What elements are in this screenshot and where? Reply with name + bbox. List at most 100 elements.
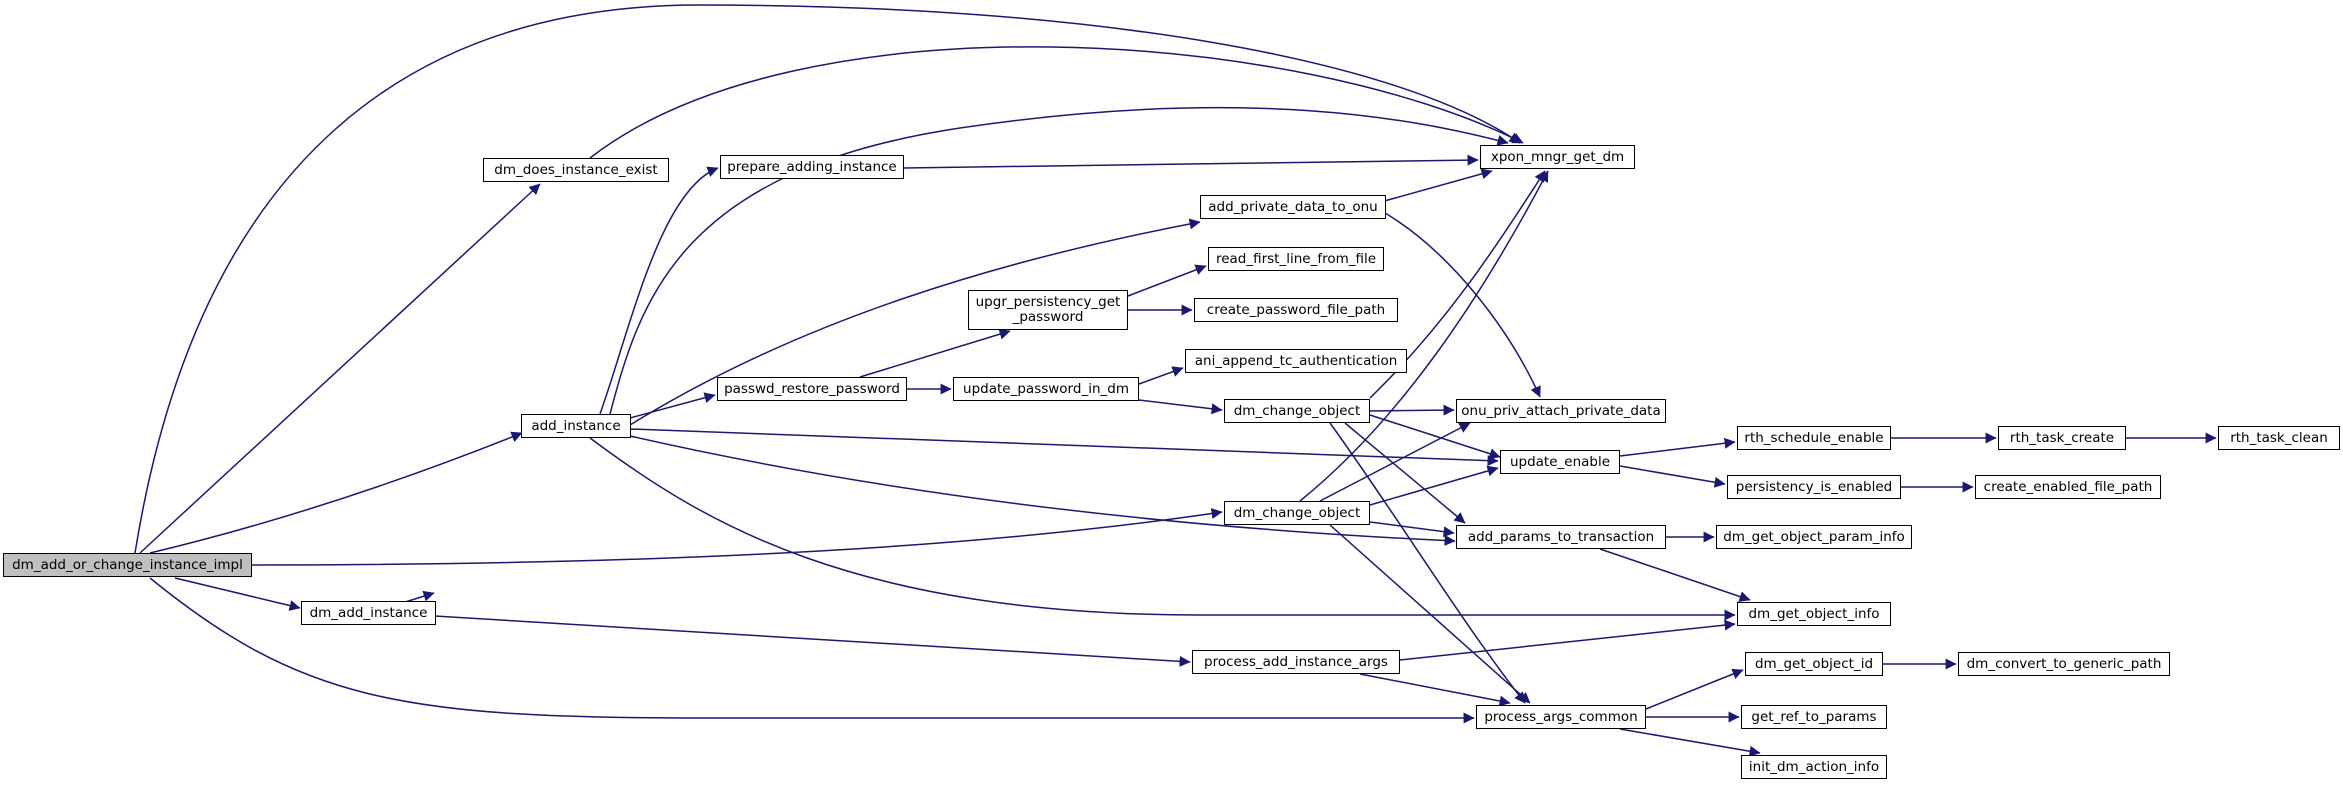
node-label: get_ref_to_params bbox=[1751, 708, 1877, 725]
node-label: update_password_in_dm bbox=[963, 380, 1129, 397]
node-xpon-mngr-get-dm[interactable]: xpon_mngr_get_dm bbox=[1480, 145, 1635, 169]
node-ani-append-tc-authentication[interactable]: ani_append_tc_authentication bbox=[1185, 349, 1407, 373]
call-edge bbox=[134, 4, 1521, 554]
call-edge bbox=[149, 577, 1475, 724]
call-edge bbox=[1127, 264, 1207, 297]
node-label: persistency_is_enabled bbox=[1735, 478, 1893, 495]
node-init-dm-action-info[interactable]: init_dm_action_info bbox=[1741, 755, 1887, 779]
call-edge bbox=[149, 431, 523, 554]
node-dm-get-object-id[interactable]: dm_get_object_id bbox=[1745, 652, 1883, 676]
call-edge bbox=[1359, 673, 1511, 707]
node-label-line-2: _password bbox=[1012, 309, 1084, 325]
node-rth-task-clean[interactable]: rth_task_clean bbox=[2218, 426, 2340, 450]
node-process-args-common[interactable]: process_args_common bbox=[1476, 705, 1646, 729]
call-edge bbox=[599, 166, 719, 415]
node-upgr-persistency-get-password[interactable]: upgr_persistency_get _password bbox=[968, 290, 1128, 330]
node-label: prepare_adding_instance bbox=[727, 158, 897, 175]
call-edge bbox=[1369, 465, 1499, 506]
call-edge bbox=[1319, 422, 1471, 502]
node-label: dm_change_object bbox=[1233, 402, 1361, 419]
call-edge bbox=[1619, 437, 1736, 457]
call-edge bbox=[1619, 465, 1726, 488]
call-edge bbox=[629, 428, 1499, 467]
node-dm-does-instance-exist[interactable]: dm_does_instance_exist bbox=[483, 158, 669, 182]
node-dm-add-or-change-instance-impl[interactable]: dm_add_or_change_instance_impl bbox=[3, 553, 252, 577]
call-edge bbox=[1369, 521, 1455, 538]
call-edge bbox=[139, 183, 541, 554]
node-create-enabled-file-path[interactable]: create_enabled_file_path bbox=[1975, 475, 2161, 499]
call-edges bbox=[134, 4, 2217, 757]
node-label: create_enabled_file_path bbox=[1983, 478, 2153, 495]
node-prepare-adding-instance[interactable]: prepare_adding_instance bbox=[720, 155, 904, 179]
call-edge bbox=[589, 46, 1524, 159]
call-edge bbox=[629, 435, 1456, 547]
node-label: rth_schedule_enable bbox=[1744, 429, 1884, 446]
node-label: xpon_mngr_get_dm bbox=[1490, 148, 1625, 165]
node-label: create_password_file_path bbox=[1206, 301, 1386, 318]
call-edge bbox=[1619, 728, 1761, 757]
node-add-private-data-to-onu[interactable]: add_private_data_to_onu bbox=[1200, 195, 1386, 219]
call-edge bbox=[629, 392, 716, 419]
node-update-enable[interactable]: update_enable bbox=[1500, 450, 1620, 474]
node-add-instance[interactable]: add_instance bbox=[521, 414, 631, 438]
call-edge bbox=[1369, 414, 1501, 460]
node-rth-schedule-enable[interactable]: rth_schedule_enable bbox=[1737, 426, 1891, 450]
node-label: add_params_to_transaction bbox=[1467, 528, 1655, 545]
node-update-password-in-dm[interactable]: update_password_in_dm bbox=[953, 377, 1139, 401]
node-dm-change-object-b[interactable]: dm_change_object bbox=[1224, 501, 1370, 525]
node-label: rth_task_create bbox=[2009, 429, 2115, 446]
call-edge bbox=[1138, 366, 1184, 385]
node-dm-add-instance[interactable]: dm_add_instance bbox=[301, 601, 436, 625]
node-label: update_enable bbox=[1509, 453, 1611, 470]
node-label: dm_add_instance bbox=[309, 604, 428, 621]
node-label: dm_change_object bbox=[1233, 504, 1361, 521]
node-label: add_instance bbox=[531, 417, 621, 434]
node-dm-convert-to-generic-path[interactable]: dm_convert_to_generic_path bbox=[1958, 652, 2170, 676]
call-edge bbox=[629, 218, 1201, 426]
node-dm-get-object-info[interactable]: dm_get_object_info bbox=[1737, 602, 1891, 626]
call-edge bbox=[903, 154, 1479, 169]
node-label: dm_get_object_param_info bbox=[1723, 528, 1905, 545]
node-dm-change-object-a[interactable]: dm_change_object bbox=[1224, 399, 1370, 423]
call-edge bbox=[589, 437, 1736, 621]
node-label: dm_add_or_change_instance_impl bbox=[12, 556, 243, 573]
node-label: process_add_instance_args bbox=[1204, 653, 1388, 670]
call-edge bbox=[1369, 404, 1455, 416]
node-label: passwd_restore_password bbox=[724, 380, 900, 397]
call-edge bbox=[1399, 619, 1736, 661]
node-rth-task-create[interactable]: rth_task_create bbox=[1998, 426, 2126, 450]
call-edge bbox=[1369, 168, 1493, 206]
node-label-line-1: upgr_persistency_get bbox=[975, 294, 1121, 310]
call-edge bbox=[1299, 170, 1549, 502]
node-label: ani_append_tc_authentication bbox=[1194, 352, 1398, 369]
node-label: dm_get_object_info bbox=[1748, 605, 1880, 622]
node-label: rth_task_clean bbox=[2230, 429, 2328, 446]
node-onu-priv-attach-private-data[interactable]: onu_priv_attach_private_data bbox=[1456, 399, 1666, 423]
node-label: read_first_line_from_file bbox=[1215, 250, 1377, 267]
call-edge bbox=[174, 577, 301, 611]
node-label: dm_does_instance_exist bbox=[494, 161, 658, 178]
node-label: dm_convert_to_generic_path bbox=[1966, 655, 2162, 672]
call-edge bbox=[609, 106, 1509, 415]
call-edge bbox=[1599, 548, 1751, 602]
call-edge bbox=[859, 328, 1011, 378]
node-dm-get-object-param-info[interactable]: dm_get_object_param_info bbox=[1716, 525, 1912, 549]
call-edge bbox=[1379, 209, 1541, 398]
call-edge bbox=[251, 508, 1223, 566]
node-add-params-to-transaction[interactable]: add_params_to_transaction bbox=[1456, 525, 1666, 549]
call-edge bbox=[1138, 399, 1223, 415]
call-edge bbox=[1329, 524, 1531, 704]
node-create-password-file-path[interactable]: create_password_file_path bbox=[1194, 298, 1398, 322]
node-persistency-is-enabled[interactable]: persistency_is_enabled bbox=[1727, 475, 1901, 499]
node-label: onu_priv_attach_private_data bbox=[1461, 402, 1661, 419]
node-process-add-instance-args[interactable]: process_add_instance_args bbox=[1192, 650, 1400, 674]
call-edge bbox=[384, 612, 1191, 667]
node-get-ref-to-params[interactable]: get_ref_to_params bbox=[1741, 705, 1887, 729]
node-passwd-restore-password[interactable]: passwd_restore_password bbox=[717, 377, 907, 401]
call-edge bbox=[1329, 422, 1526, 704]
node-label: dm_get_object_id bbox=[1754, 655, 1874, 672]
node-label: init_dm_action_info bbox=[1748, 758, 1880, 775]
node-read-first-line-from-file[interactable]: read_first_line_from_file bbox=[1208, 247, 1384, 271]
node-label: add_private_data_to_onu bbox=[1208, 198, 1378, 215]
